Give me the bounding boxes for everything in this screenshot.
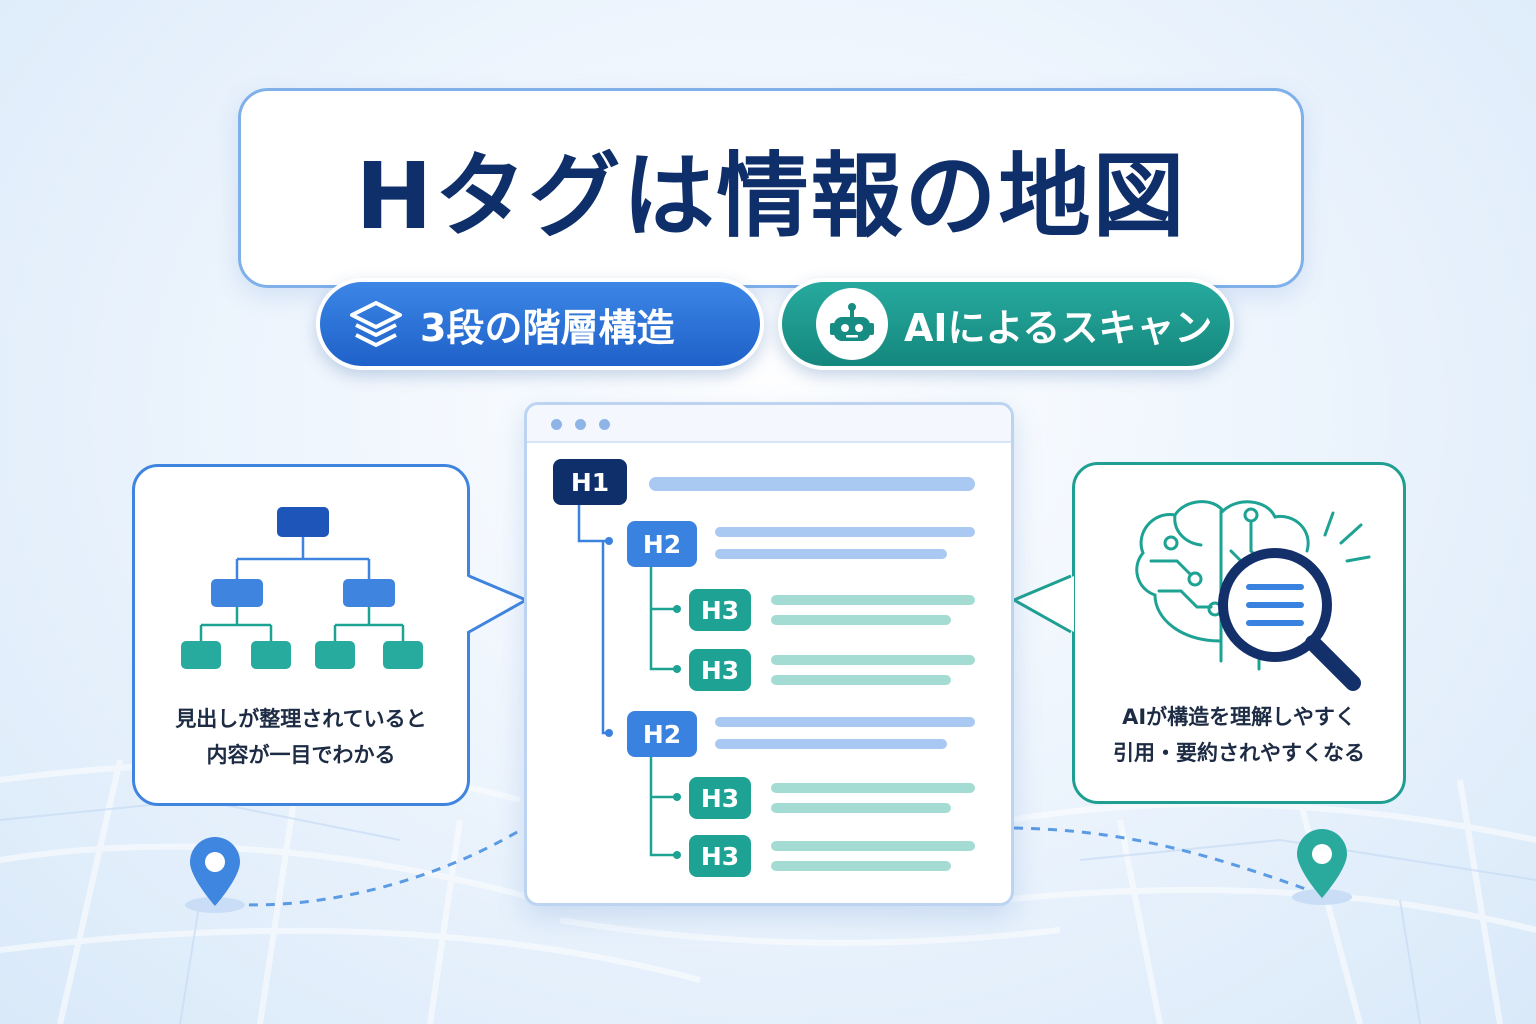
tag-h3: H3: [689, 649, 751, 691]
hierarchy-caption-line: 見出しが整理されていると: [175, 707, 427, 731]
h2-text-line: [715, 717, 975, 727]
h1-text-line: [649, 477, 975, 491]
h3-text-line: [771, 861, 951, 871]
hierarchy-caption-line: 内容が一目でわかる: [206, 743, 396, 767]
hierarchy-caption: 見出しが整理されていると 内容が一目でわかる: [135, 701, 467, 773]
ai-caption: AIが構造を理解しやすく 引用・要約されやすくなる: [1075, 699, 1403, 771]
tag-h2: H2: [627, 711, 697, 757]
document-window: H1 H2 H3 H3 H2 H3 H3: [524, 402, 1014, 906]
page-title: Hタグは情報の地図: [355, 142, 1187, 250]
tag-h2: H2: [627, 521, 697, 567]
h2-text-line: [715, 527, 975, 537]
outline-connectors: [577, 505, 681, 859]
h3-text-line: [771, 803, 951, 813]
right-card-pointer: [1012, 574, 1074, 634]
robot-icon: [816, 288, 888, 360]
ai-scan-badge: AIによるスキャン: [778, 278, 1234, 370]
hierarchy-card: 見出しが整理されていると 内容が一目でわかる: [132, 464, 470, 806]
h3-text-line: [771, 841, 975, 851]
ai-card: AIが構造を理解しやすく 引用・要約されやすくなる: [1072, 462, 1406, 804]
tag-h1: H1: [553, 459, 627, 505]
h3-text-line: [771, 675, 951, 685]
layers-icon: [350, 301, 402, 347]
h2-text-line: [715, 739, 947, 749]
magnifier-icon: [1218, 548, 1361, 691]
h2-text-line: [715, 549, 947, 559]
map-pin-icon: [190, 837, 240, 906]
structure-badge: 3段の階層構造: [316, 278, 764, 370]
window-dot: [599, 419, 610, 430]
ai-caption-line: 引用・要約されやすくなる: [1113, 741, 1365, 765]
structure-badge-label: 3段の階層構造: [420, 305, 675, 350]
h3-text-line: [771, 655, 975, 665]
h3-text-line: [771, 783, 975, 793]
ai-scan-badge-label: AIによるスキャン: [904, 305, 1213, 350]
window-dot: [551, 419, 562, 430]
tag-h3: H3: [689, 835, 751, 877]
h3-text-line: [771, 595, 975, 605]
tag-h3: H3: [689, 589, 751, 631]
map-pin-icon: [1297, 829, 1347, 898]
h3-text-line: [771, 615, 951, 625]
title-card: Hタグは情報の地図: [238, 88, 1304, 288]
window-dot: [575, 419, 586, 430]
tag-h3: H3: [689, 777, 751, 819]
hierarchy-icon: [181, 507, 423, 669]
left-card-pointer: [466, 574, 528, 634]
ai-caption-line: AIが構造を理解しやすく: [1122, 705, 1356, 729]
window-title-bar: [527, 405, 1011, 443]
